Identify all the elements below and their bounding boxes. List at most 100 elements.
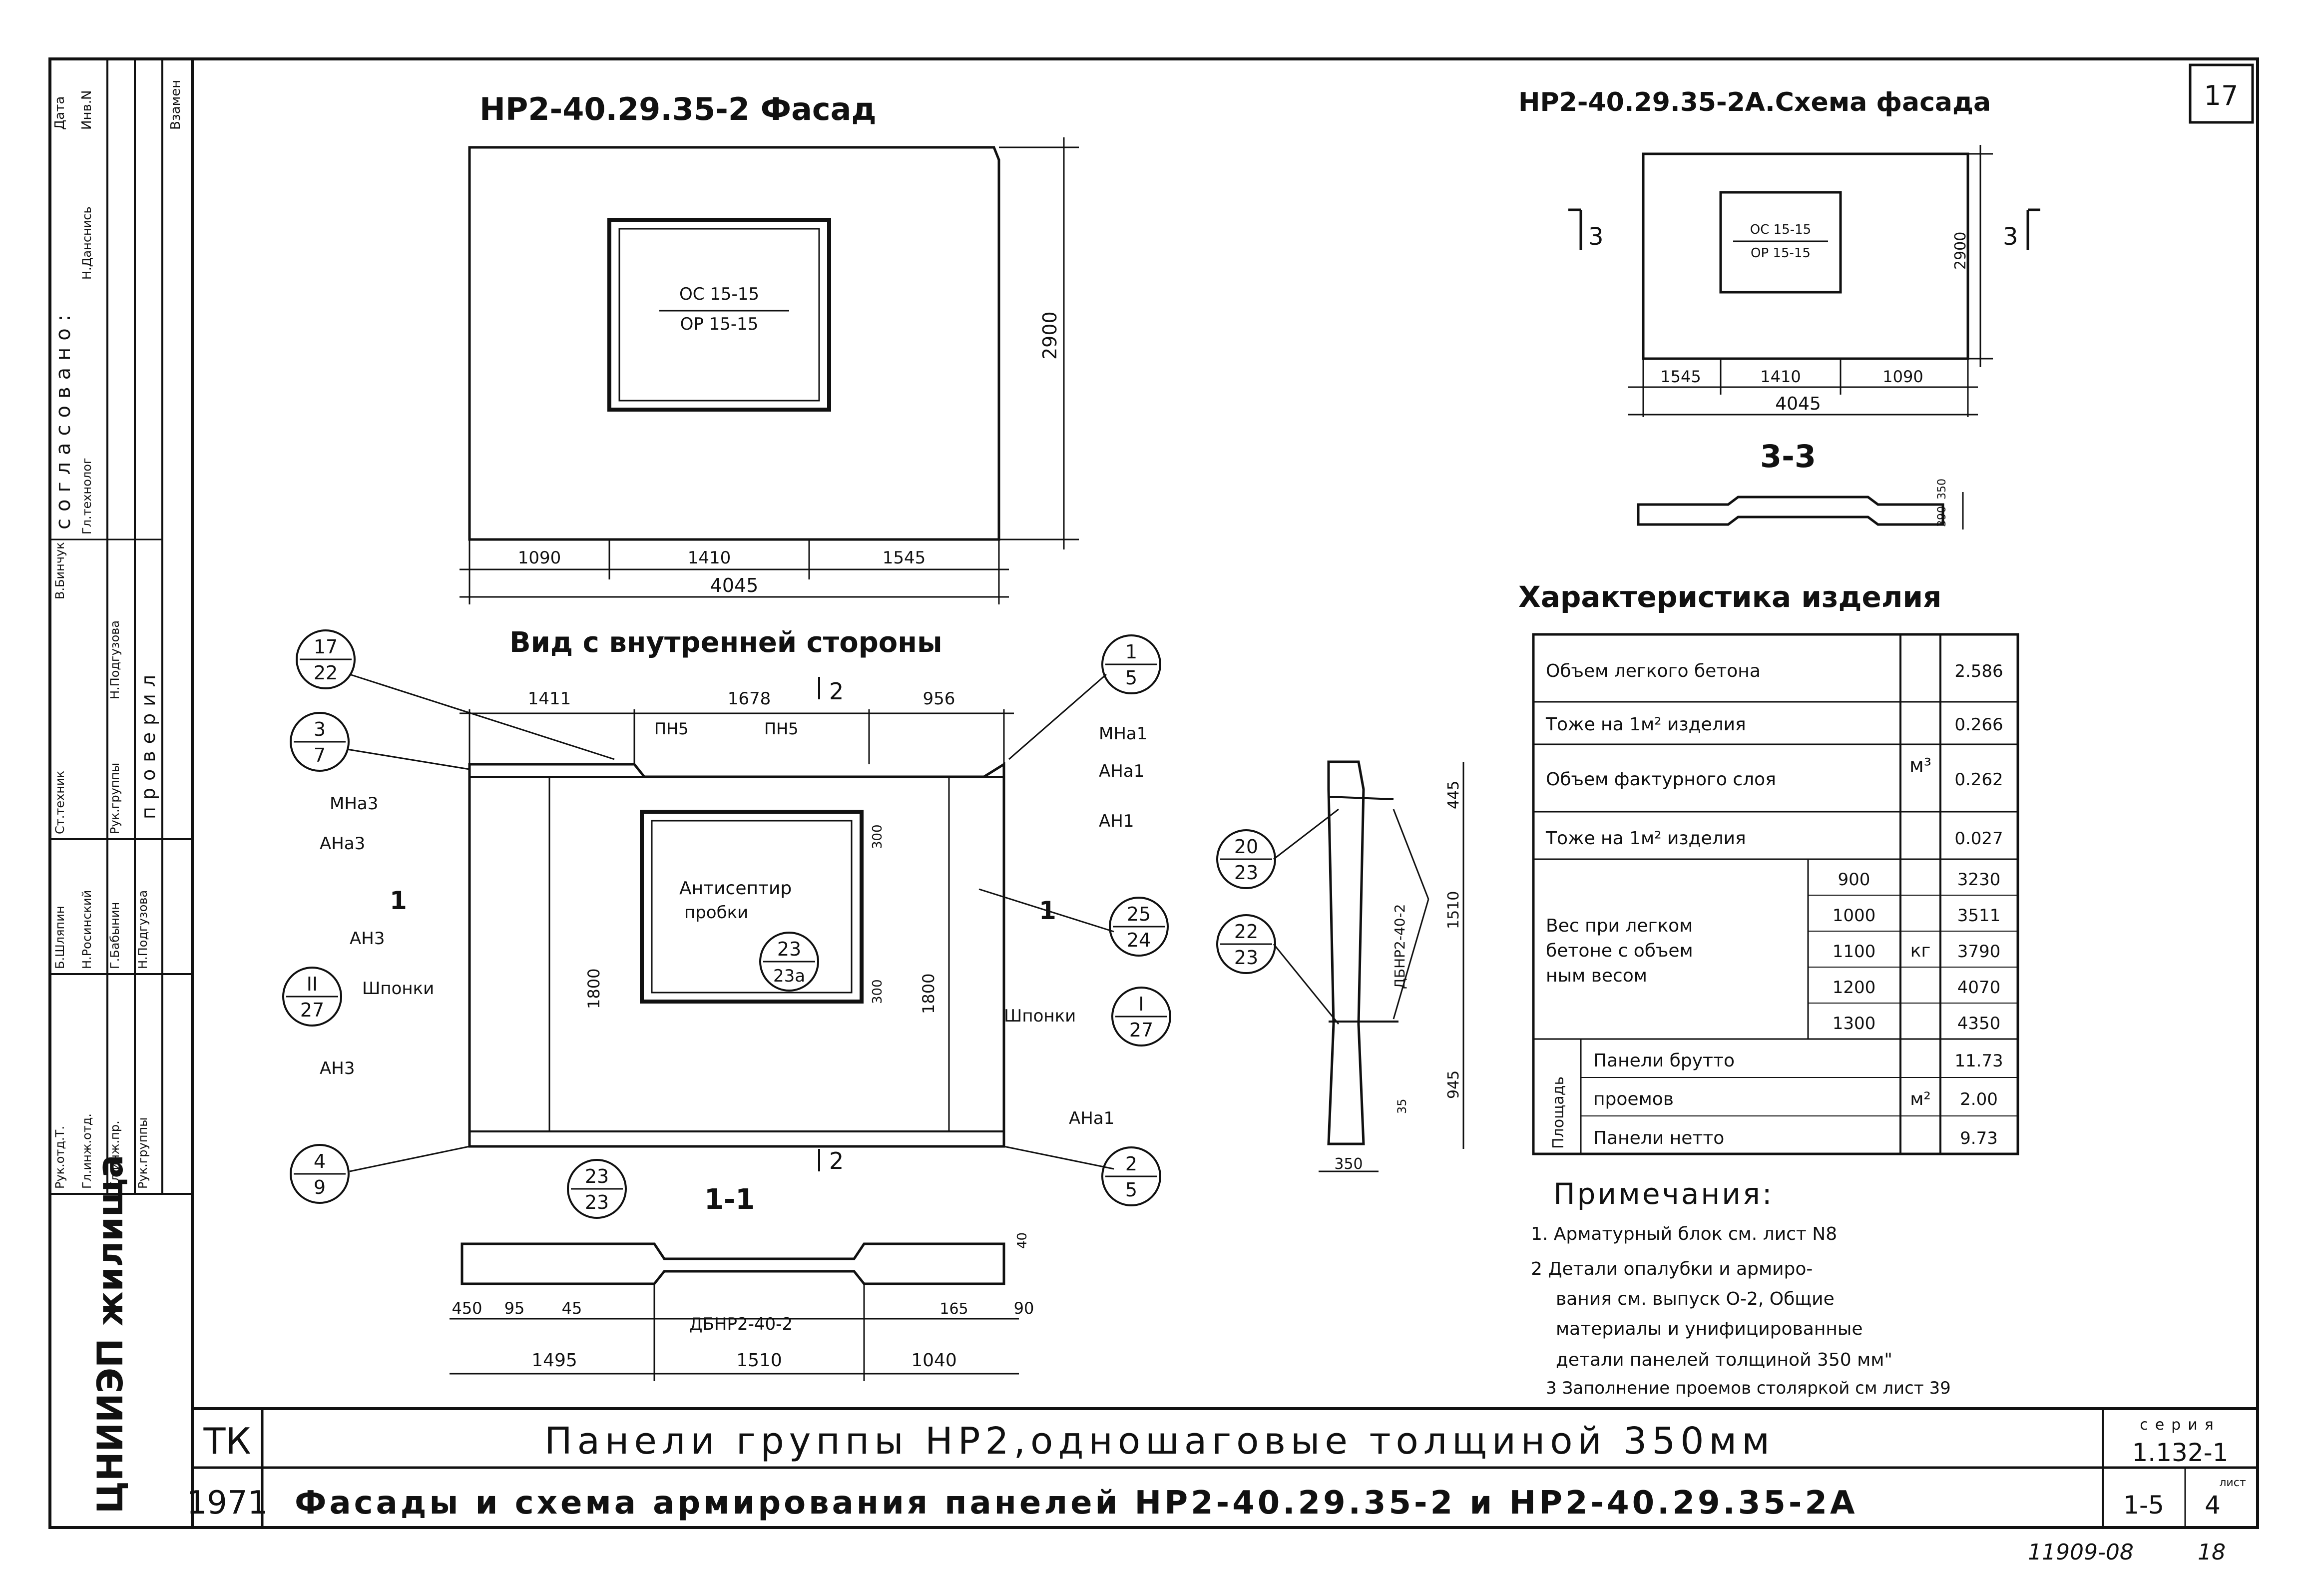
svg-text:23: 23 [1234, 862, 1258, 884]
scheme-outline [1642, 152, 1969, 360]
char-weight-label-2: бетоне с объем [1546, 941, 1693, 961]
inner-mna-right: МНа1 [1099, 724, 1147, 744]
inner-ana-right-bottom: АНа1 [1069, 1108, 1114, 1128]
side-dim-width: 350 [1334, 1155, 1363, 1173]
svg-text:I: I [1138, 993, 1144, 1015]
svg-text:9: 9 [314, 1176, 326, 1198]
sheet-number: 17 [2204, 80, 2239, 111]
section-11-label: ДБНР2-40-2 [689, 1314, 793, 1334]
scheme-cut-left: 3 [1588, 223, 1604, 251]
side-dim-bot: 945 [1445, 1070, 1462, 1099]
stamp-checked-header: проверил [137, 668, 159, 819]
inner-view-drawing: Вид с внутренней стороны Антисептир проб… [282, 626, 1171, 1219]
scheme-dim-total: 4045 [1775, 394, 1821, 414]
side-section-profile [1327, 760, 1365, 1145]
char-unit-volume: м³ [1909, 754, 1931, 776]
facade-window-outer [607, 218, 831, 412]
callout-23-23a: 23 23а [759, 932, 819, 992]
section-11-dim-450: 450 [452, 1299, 482, 1318]
notes-line-4: материалы и унифицированные [1556, 1319, 1862, 1339]
title-sheet-value: 4 [2205, 1491, 2221, 1520]
char-row-1-value: 2.586 [1954, 661, 2003, 681]
inner-cut-top: 2 [829, 678, 844, 705]
svg-text:7: 7 [314, 744, 326, 766]
char-area-1-label: Панели брутто [1593, 1051, 1735, 1071]
section-11-dim-45: 45 [562, 1299, 582, 1318]
callout-17-22: 17 22 [296, 629, 356, 689]
section-11-profile [461, 1242, 1005, 1285]
notes-line-6: 3 Заполнение проемов столяркой см лист 3… [1546, 1378, 1951, 1398]
char-weight-label-1: Вес при легком [1546, 916, 1693, 936]
stamp-name-3: Г.Бабынин [108, 902, 122, 969]
char-row-4-value: 0.027 [1954, 829, 2003, 849]
svg-text:23: 23 [1234, 947, 1258, 969]
facade-dim-right: 1545 [883, 548, 926, 568]
inner-an-right: АН1 [1099, 811, 1134, 831]
section-11-dim-90: 90 [1014, 1299, 1034, 1318]
side-section: ДБНР2-40-2 445 1510 945 35 350 20 23 22 … [1216, 760, 1464, 1173]
title-issue: 1-5 [2123, 1491, 2164, 1520]
scheme-title: НР2-40.29.35-2А.Схема фасада [1518, 87, 1991, 117]
stamp-role-1: Рук.отд.Т. [53, 1126, 67, 1189]
notes: Примечания: 1. Арматурный блок см. лист … [1531, 1177, 1951, 1398]
char-weight-4-density: 1200 [1833, 978, 1876, 998]
inner-window-inner [651, 820, 853, 994]
callout-I-27: I 27 [1111, 987, 1171, 1047]
char-weight-1-value: 3230 [1957, 870, 2001, 890]
section-11-dim-1495: 1495 [531, 1350, 577, 1371]
footer-code: 11909-08 [2028, 1540, 2134, 1565]
stamp-name-1: Б.Шляпин [53, 906, 67, 969]
facade-outline [468, 146, 1000, 541]
inner-dim-v-top: 300 [870, 824, 885, 849]
callout-20-23: 20 23 [1216, 829, 1276, 889]
char-unit-area: м² [1910, 1089, 1931, 1109]
section-11-dim-1040: 1040 [911, 1350, 957, 1371]
left-stamp: ЦНИИЭП жилища согласовано: проверил Рук.… [50, 59, 192, 1514]
section-11-dim-1510: 1510 [736, 1350, 782, 1371]
char-weight-2-value: 3511 [1957, 906, 2001, 926]
title-line-1: Панели группы НР2,одношаговые толщиной 3… [544, 1420, 1775, 1463]
stamp-role-2: Гл.инж.отд. [80, 1113, 94, 1189]
title-series-label: серия [2140, 1416, 2221, 1434]
callout-23-23: 23 23 [567, 1159, 627, 1219]
stamp-name-2: Н.Росинский [80, 890, 94, 969]
title-sheet-label: лист [2219, 1477, 2246, 1489]
notes-line-5: детали панелей толщиной 350 мм" [1556, 1350, 1892, 1370]
facade-dim-mid: 1410 [688, 548, 731, 568]
char-weight-5-density: 1300 [1833, 1014, 1876, 1034]
char-area-1-value: 11.73 [1954, 1051, 2003, 1071]
char-row-2-label: Тоже на 1м² изделия [1545, 714, 1746, 735]
inner-an-left: АН3 [350, 929, 385, 949]
scheme-dim-height: 2900 [1952, 232, 1969, 270]
stamp-replaced-label: Взамен [168, 80, 183, 130]
inner-dim-2: 1678 [728, 689, 771, 709]
callout-22-23: 22 23 [1216, 914, 1276, 974]
char-weight-3-value: 3790 [1957, 942, 2001, 962]
svg-text:2: 2 [1125, 1153, 1137, 1175]
title-series-value: 1.132-1 [2132, 1438, 2229, 1467]
svg-text:5: 5 [1125, 1179, 1137, 1201]
stamp-role2-1: Ст.техник [53, 771, 67, 834]
svg-text:23: 23 [585, 1191, 609, 1213]
callout-4-9: 4 9 [290, 1144, 350, 1204]
sheet-number-box [2189, 63, 2254, 124]
stamp-name2-3: Н.Подгузова [108, 620, 122, 699]
notes-title: Примечания: [1553, 1177, 1774, 1211]
char-area-2-label: проемов [1593, 1089, 1674, 1109]
scheme-dim-left: 1545 [1660, 367, 1701, 386]
notes-line-2: 2 Детали опалубки и армиро- [1531, 1259, 1813, 1279]
section-11-title: 1-1 [704, 1183, 755, 1216]
svg-text:24: 24 [1127, 929, 1151, 951]
svg-text:II: II [307, 973, 318, 995]
scheme-section-dim-b: 390 [1936, 506, 1948, 527]
title-tk: ТК [203, 1420, 251, 1462]
inner-shponki-right: Шпонки [1004, 1006, 1076, 1026]
inner-cut-bottom: 2 [829, 1147, 844, 1174]
inner-antiseptic-1: Антисептир [679, 878, 792, 899]
scheme-section-3-3 [1637, 496, 1944, 526]
char-row-1-label: Объем легкого бетона [1546, 661, 1761, 681]
stamp-role2-2: Гл.технолог [80, 458, 94, 534]
char-row-4-label: Тоже на 1м² изделия [1545, 828, 1746, 849]
callout-2-5: 2 5 [1101, 1146, 1161, 1206]
inner-cut-left: 1 [390, 886, 407, 915]
